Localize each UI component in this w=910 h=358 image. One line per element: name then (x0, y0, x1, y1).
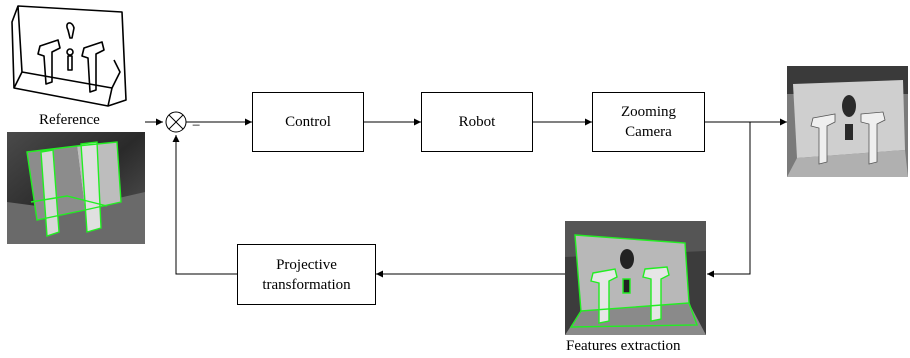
camera-output-image (787, 66, 908, 177)
reference-sketch-image (4, 2, 132, 108)
reference-label: Reference (39, 112, 100, 128)
summing-junction (165, 111, 187, 133)
control-block: Control (252, 92, 364, 152)
zooming-camera-block: Zooming Camera (592, 92, 705, 152)
arrow-output-to-features (707, 122, 751, 278)
reference-camera-image (7, 132, 145, 244)
minus-sign: − (192, 118, 201, 134)
robot-block: Robot (421, 92, 533, 152)
arrow-projective-to-sum (172, 135, 237, 275)
features-extraction-image (565, 221, 706, 335)
features-extraction-label: Features extraction (566, 338, 681, 354)
projective-transformation-block: Projective transformation (237, 244, 376, 305)
